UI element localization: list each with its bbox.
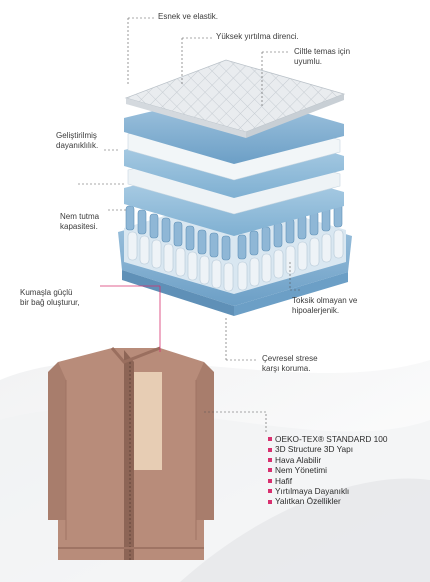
jacket-body — [48, 346, 214, 560]
callout-yirtilma-text: Yüksek yırtılma direnci. — [216, 32, 299, 41]
feature-item: OEKO-TEX® STANDARD 100 — [268, 434, 387, 444]
callout-ciltle: Ciltle temas için uyumlu. — [294, 47, 350, 67]
callout-cevre: Çevresel strese karşı koruma. — [262, 354, 318, 374]
bullet-icon — [268, 468, 272, 473]
feature-label: Hava Alabilir — [275, 454, 322, 465]
bullet-icon — [268, 489, 272, 494]
bullet-icon — [268, 437, 272, 442]
feature-label: OEKO-TEX® STANDARD 100 — [275, 434, 388, 444]
feature-label: Yırtılmaya Dayanıklı — [275, 486, 350, 497]
callout-kumas-line1: Kumaşla güçlü — [20, 288, 73, 297]
callout-nem: Nem tutma kapasitesi. — [60, 212, 99, 232]
feature-label: 3D Structure 3D Yapı — [275, 444, 354, 455]
callout-kumas: Kumaşla güçlü bir bağ oluşturur, — [20, 288, 80, 308]
callout-esnek: Esnek ve elastik. — [158, 12, 218, 22]
callout-nem-line1: Nem tutma — [60, 212, 100, 221]
feature-item: Hafif — [268, 476, 387, 486]
bullet-icon — [268, 499, 272, 504]
callout-esnek-text: Esnek ve elastik. — [158, 12, 219, 21]
callout-toksik-line1: Toksik olmayan ve — [292, 296, 358, 305]
callout-toksik-line2: hipoalerjenik. — [292, 306, 340, 315]
callout-cevre-line2: karşı koruma. — [262, 364, 311, 373]
feature-item: Yalıtkan Özellikler — [268, 496, 387, 506]
feature-label: Hafif — [275, 475, 293, 486]
bullet-icon — [268, 458, 272, 463]
callout-dayaniklilik-line1: Geliştirilmiş — [56, 131, 97, 140]
feature-item: Nem Yönetimi — [268, 465, 387, 475]
callout-cevre-line1: Çevresel strese — [262, 354, 318, 363]
bullet-icon — [268, 478, 272, 483]
callout-dayaniklilik-line2: dayanıklılık. — [56, 141, 99, 150]
feature-item: Yırtılmaya Dayanıklı — [268, 486, 387, 496]
callout-ciltle-line2: uyumlu. — [294, 57, 323, 66]
callout-nem-line2: kapasitesi. — [60, 222, 98, 231]
layer-quilted-top — [124, 59, 346, 138]
feature-label: Nem Yönetimi — [275, 465, 327, 476]
feature-list: OEKO-TEX® STANDARD 100 3D Structure 3D Y… — [268, 434, 387, 507]
callout-kumas-line2: bir bağ oluşturur, — [20, 298, 80, 307]
feature-item: Hava Alabilir — [268, 455, 387, 465]
callout-ciltle-line1: Ciltle temas için — [294, 47, 351, 56]
callout-toksik: Toksik olmayan ve hipoalerjenik. — [292, 296, 357, 316]
callout-yirtilma: Yüksek yırtılma direnci. — [216, 32, 299, 42]
callout-dayaniklilik: Geliştirilmiş dayanıklılık. — [56, 131, 98, 151]
bullet-icon — [268, 447, 272, 452]
feature-item: 3D Structure 3D Yapı — [268, 444, 387, 454]
feature-label: Yalıtkan Özellikler — [275, 496, 341, 507]
